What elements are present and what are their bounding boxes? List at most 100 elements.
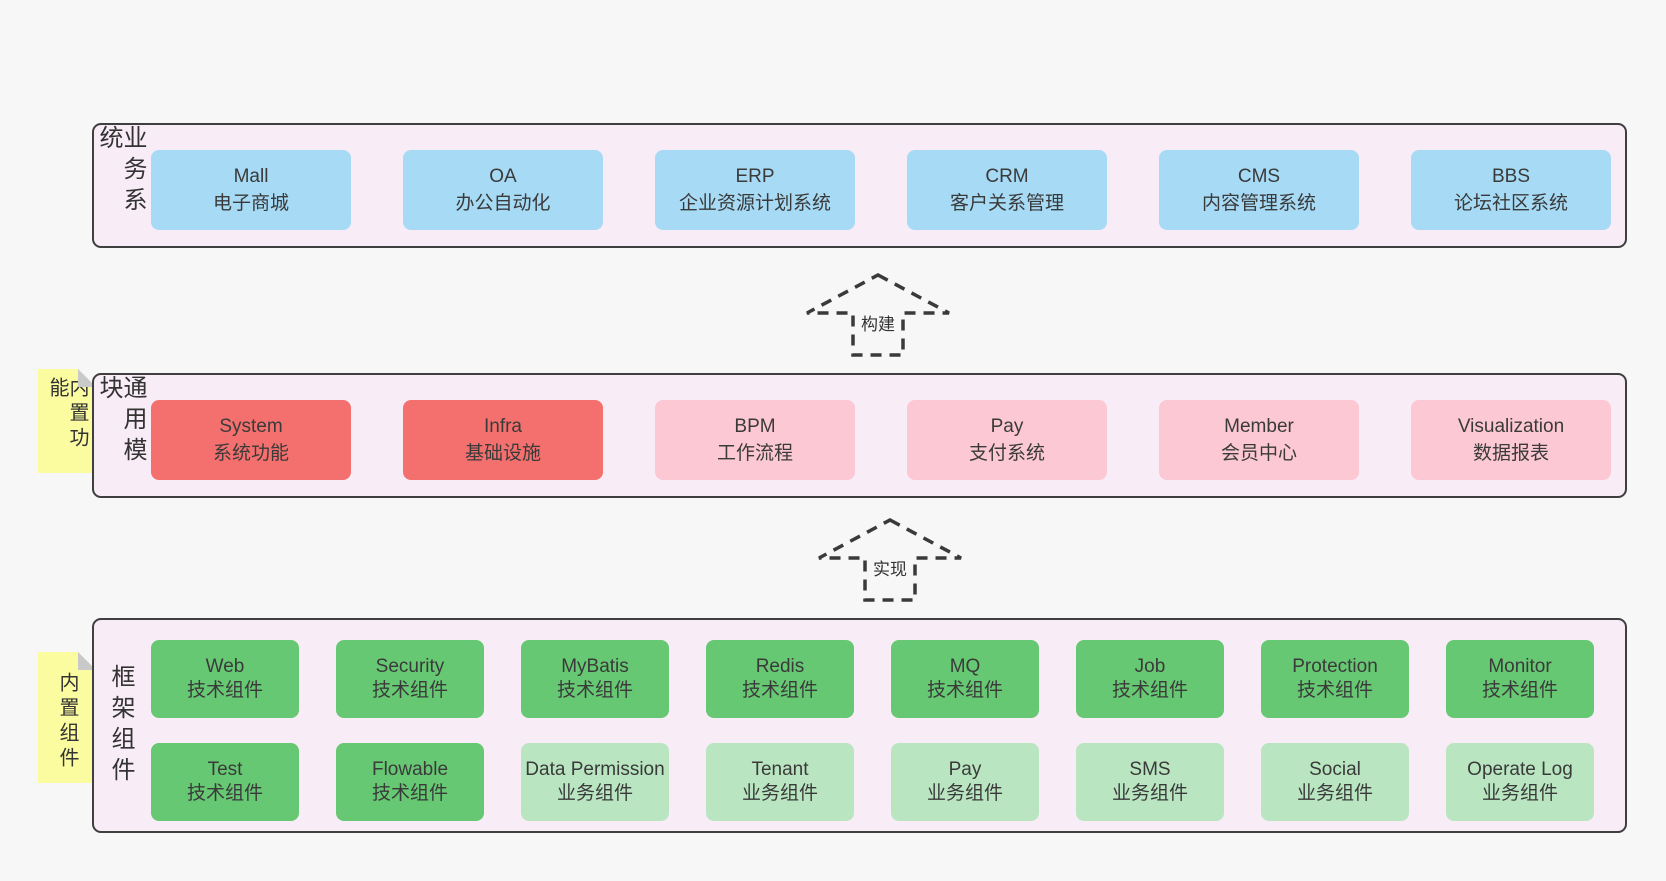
box-mq: MQ 技术组件: [891, 640, 1039, 718]
box-subtitle: 业务组件: [1111, 783, 1188, 804]
folded-corner-icon: [78, 652, 96, 670]
box-protection: Protection 技术组件: [1261, 640, 1409, 718]
arrow-label: 实现: [870, 553, 910, 582]
box-bpm: BPM 工作流程: [655, 400, 855, 480]
panel-framework-components: 框架组件 Web 技术组件 Security 技术组件 MyBatis 技术组件…: [92, 618, 1627, 833]
box-subtitle: 技术组件: [1111, 680, 1188, 701]
box-crm: CRM 客户关系管理: [907, 150, 1107, 230]
box-subtitle: 技术组件: [1481, 680, 1558, 701]
box-title: Pay: [990, 416, 1024, 437]
box-redis: Redis 技术组件: [706, 640, 854, 718]
box-subtitle: 会员中心: [1220, 443, 1297, 464]
arrow-label: 构建: [858, 308, 898, 337]
box-mall: Mall 电子商城: [151, 150, 351, 230]
box-title: Pay: [948, 759, 982, 780]
box-title: MyBatis: [561, 656, 629, 677]
box-erp: ERP 企业资源计划系统: [655, 150, 855, 230]
box-subtitle: 办公自动化: [455, 193, 551, 214]
box-title: Social: [1309, 759, 1361, 780]
box-subtitle: 内容管理系统: [1201, 193, 1316, 214]
sticky-note-builtin-features: 内置功能: [38, 369, 96, 473]
box-flowable: Flowable 技术组件: [336, 743, 484, 821]
box-subtitle: 支付系统: [968, 443, 1045, 464]
box-subtitle: 技术组件: [1296, 680, 1373, 701]
box-subtitle: 业务组件: [741, 783, 818, 804]
panel-label-business-systems: 业务系统: [95, 125, 146, 218]
box-title: Security: [375, 656, 445, 677]
box-title: CRM: [985, 166, 1029, 187]
box-title: Protection: [1292, 656, 1378, 677]
panel-business-systems: 业务系统 Mall 电子商城 OA 办公自动化 ERP 企业资源计划系统 CRM…: [92, 123, 1627, 248]
box-pay: Pay 支付系统: [907, 400, 1107, 480]
box-subtitle: 技术组件: [371, 783, 448, 804]
panel-label-common-modules: 通用模块: [95, 375, 146, 468]
box-subtitle: 技术组件: [741, 680, 818, 701]
box-title: CMS: [1237, 166, 1281, 187]
box-operate-log: Operate Log 业务组件: [1446, 743, 1594, 821]
panel-common-modules: 通用模块 System 系统功能 Infra 基础设施 BPM 工作流程 Pay…: [92, 373, 1627, 498]
box-title: Monitor: [1488, 656, 1552, 677]
sticky-note-builtin-components: 内置组件: [38, 652, 96, 783]
box-subtitle: 技术组件: [926, 680, 1003, 701]
box-title: System: [219, 416, 283, 437]
box-sms: SMS 业务组件: [1076, 743, 1224, 821]
box-subtitle: 业务组件: [1296, 783, 1373, 804]
up-arrow-icon: [806, 273, 950, 357]
box-infra: Infra 基础设施: [403, 400, 603, 480]
box-title: ERP: [735, 166, 775, 187]
box-test: Test 技术组件: [151, 743, 299, 821]
box-title: BBS: [1491, 166, 1531, 187]
box-title: OA: [489, 166, 517, 187]
box-subtitle: 数据报表: [1472, 443, 1549, 464]
box-title: Tenant: [751, 759, 809, 780]
box-subtitle: 业务组件: [926, 783, 1003, 804]
box-subtitle: 论坛社区系统: [1453, 193, 1568, 214]
box-cms: CMS 内容管理系统: [1159, 150, 1359, 230]
box-mybatis: MyBatis 技术组件: [521, 640, 669, 718]
box-subtitle: 技术组件: [186, 680, 263, 701]
box-subtitle: 客户关系管理: [949, 193, 1064, 214]
implement-arrow: 实现: [816, 517, 964, 603]
box-subtitle: 基础设施: [464, 443, 541, 464]
sticky-note-label: 内置功能: [46, 377, 88, 452]
box-security: Security 技术组件: [336, 640, 484, 718]
box-bbs: BBS 论坛社区系统: [1411, 150, 1611, 230]
box-pay-business: Pay 业务组件: [891, 743, 1039, 821]
box-monitor: Monitor 技术组件: [1446, 640, 1594, 718]
box-visualization: Visualization 数据报表: [1411, 400, 1611, 480]
up-arrow-icon: [818, 518, 962, 602]
box-member: Member 会员中心: [1159, 400, 1359, 480]
box-title: Redis: [755, 656, 805, 677]
box-subtitle: 业务组件: [556, 783, 633, 804]
box-title: Flowable: [371, 759, 449, 780]
box-subtitle: 技术组件: [186, 783, 263, 804]
box-subtitle: 系统功能: [212, 443, 289, 464]
panel-label-framework-components: 框架组件: [107, 663, 134, 788]
modules-box-row: System 系统功能 Infra 基础设施 BPM 工作流程 Pay 支付系统…: [151, 400, 1611, 480]
framework-box-row-2: Test 技术组件 Flowable 技术组件 Data Permission …: [151, 743, 1594, 821]
business-box-row: Mall 电子商城 OA 办公自动化 ERP 企业资源计划系统 CRM 客户关系…: [151, 150, 1611, 230]
box-title: Member: [1224, 416, 1294, 437]
box-title: Mall: [233, 166, 269, 187]
box-title: Visualization: [1457, 416, 1565, 437]
box-subtitle: 电子商城: [212, 193, 289, 214]
box-system: System 系统功能: [151, 400, 351, 480]
box-title: SMS: [1129, 759, 1171, 780]
box-title: Job: [1134, 656, 1166, 677]
box-web: Web 技术组件: [151, 640, 299, 718]
box-title: Operate Log: [1467, 759, 1573, 780]
box-subtitle: 业务组件: [1481, 783, 1558, 804]
box-title: BPM: [734, 416, 776, 437]
box-title: MQ: [949, 656, 981, 677]
box-title: Test: [207, 759, 243, 780]
sticky-note-label: 内置组件: [56, 671, 78, 772]
build-arrow: 构建: [804, 272, 952, 358]
folded-corner-icon: [78, 369, 96, 387]
box-social: Social 业务组件: [1261, 743, 1409, 821]
framework-box-row-1: Web 技术组件 Security 技术组件 MyBatis 技术组件 Redi…: [151, 640, 1594, 718]
box-subtitle: 技术组件: [371, 680, 448, 701]
box-job: Job 技术组件: [1076, 640, 1224, 718]
box-subtitle: 企业资源计划系统: [678, 193, 831, 214]
box-tenant: Tenant 业务组件: [706, 743, 854, 821]
